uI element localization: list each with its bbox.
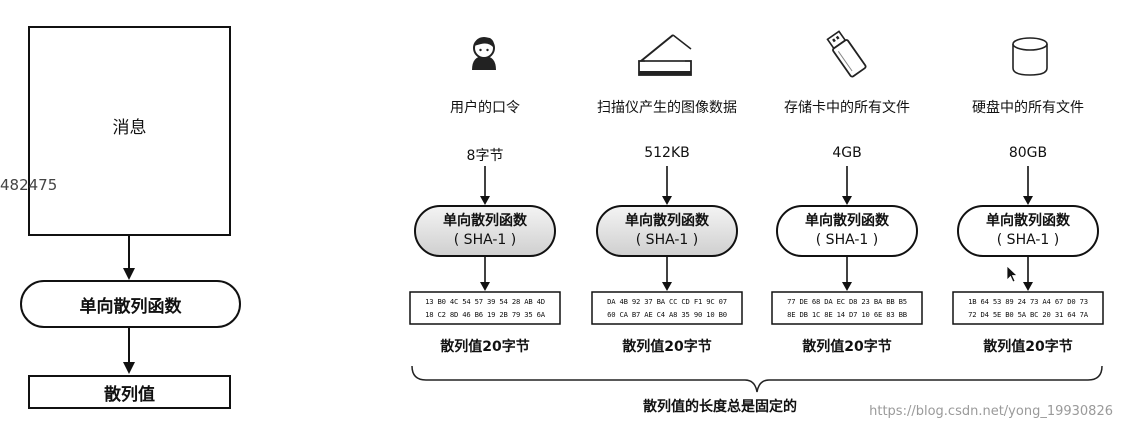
hash-function-title-4: 单向散列函数 bbox=[986, 213, 1070, 229]
input-size-3: 4GB bbox=[832, 145, 862, 161]
hash-output-4: 1B 64 53 89 24 73 A4 67 D0 73 72 D4 5E B… bbox=[954, 295, 1102, 321]
column-caption-3: 存储卡中的所有文件 bbox=[784, 100, 910, 116]
input-size-4: 80GB bbox=[1008, 145, 1048, 161]
arrow-size-to-function-3-head bbox=[842, 196, 852, 205]
hash-function-title-1: 单向散列函数 bbox=[443, 213, 527, 229]
person-icon bbox=[472, 37, 496, 70]
hash-output-line-1b: 18 C2 8D 46 B6 19 2B 79 35 6A bbox=[425, 310, 545, 319]
source-watermark: https://blog.csdn.net/yong_19930826 bbox=[869, 404, 1113, 419]
hash-output-box-2 bbox=[591, 291, 743, 325]
arrowhead-hash-to-value bbox=[123, 362, 135, 374]
hash-output-2: DA 4B 92 37 BA CC CD F1 9C 07 60 CA B7 A… bbox=[593, 295, 741, 321]
hash-output-line-2b: 60 CA B7 AE C4 A8 35 90 10 B0 bbox=[607, 310, 727, 319]
hash-output-1: 13 B0 4C 54 57 39 54 28 AB 4D 18 C2 8D 4… bbox=[411, 295, 559, 321]
input-size-2: 512KB bbox=[644, 145, 690, 161]
arrow-function-to-output-2-head bbox=[662, 282, 672, 291]
hash-output-box-4 bbox=[952, 291, 1104, 325]
hash-function-pill-3 bbox=[776, 205, 918, 257]
hash-function-name-3: 单向散列函数 ( SHA-1 ) bbox=[782, 212, 912, 250]
hash-function-title-2: 单向散列函数 bbox=[625, 213, 709, 229]
mouse-cursor-icon bbox=[1006, 265, 1019, 283]
arrow-function-to-output-3-head bbox=[842, 282, 852, 291]
hash-function-pill-2 bbox=[596, 205, 738, 257]
arrow-function-to-output-1-head bbox=[480, 282, 490, 291]
hash-output-line-4a: 1B 64 53 89 24 73 A4 67 D0 73 bbox=[968, 297, 1088, 306]
hash-function-name-4: 单向散列函数 ( SHA-1 ) bbox=[963, 212, 1093, 250]
hash-function-title-3: 单向散列函数 bbox=[805, 213, 889, 229]
message-label: 消息 bbox=[112, 117, 147, 138]
hash-function-pill-4 bbox=[957, 205, 1099, 257]
arrowhead-message-to-hash bbox=[123, 268, 135, 280]
disk-icon bbox=[1012, 37, 1048, 76]
column-caption-1: 用户的口令 bbox=[450, 100, 520, 116]
column-caption-2: 扫描仪产生的图像数据 bbox=[597, 100, 737, 116]
hash-function-algo-3: ( SHA-1 ) bbox=[815, 232, 879, 248]
hash-value-box bbox=[28, 375, 231, 409]
hash-function-algo-1: ( SHA-1 ) bbox=[453, 232, 517, 248]
hash-function-name-1: 单向散列函数 ( SHA-1 ) bbox=[420, 212, 550, 250]
hash-output-line-4b: 72 D4 5E B0 5A BC 20 31 64 7A bbox=[968, 310, 1088, 319]
scanner-icon bbox=[638, 34, 692, 76]
arrow-size-to-function-2-head bbox=[662, 196, 672, 205]
arrow-size-to-function-4-head bbox=[1023, 196, 1033, 205]
hash-length-4: 散列值20字节 bbox=[983, 339, 1073, 355]
column-caption-4: 硬盘中的所有文件 bbox=[972, 100, 1084, 116]
hash-function-box bbox=[20, 280, 241, 328]
hash-length-2: 散列值20字节 bbox=[622, 339, 712, 355]
hash-function-algo-4: ( SHA-1 ) bbox=[996, 232, 1060, 248]
hash-output-box-1 bbox=[409, 291, 561, 325]
fixed-length-brace bbox=[411, 365, 1103, 393]
usb-drive-icon bbox=[826, 30, 867, 78]
fixed-length-label: 散列值的长度总是固定的 bbox=[643, 399, 797, 415]
hash-output-line-3b: 8E DB 1C 8E 14 D7 10 6E 83 BB bbox=[787, 310, 907, 319]
hash-function-name-2: 单向散列函数 ( SHA-1 ) bbox=[602, 212, 732, 250]
arrow-size-to-function-1-head bbox=[480, 196, 490, 205]
hash-length-1: 散列值20字节 bbox=[440, 339, 530, 355]
message-box bbox=[28, 26, 231, 236]
hash-output-3: 77 DE 68 DA EC D8 23 BA BB B5 8E DB 1C 8… bbox=[773, 295, 921, 321]
arrow-function-to-output-4-head bbox=[1023, 282, 1033, 291]
input-size-1: 8字节 bbox=[466, 148, 504, 164]
hash-function-label: 单向散列函数 bbox=[79, 296, 182, 317]
hash-value-label: 散列值 bbox=[104, 384, 155, 405]
hash-output-line-2a: DA 4B 92 37 BA CC CD F1 9C 07 bbox=[607, 297, 727, 306]
hash-function-pill-1 bbox=[414, 205, 556, 257]
side-number: 482475 bbox=[0, 176, 58, 194]
hash-function-algo-2: ( SHA-1 ) bbox=[635, 232, 699, 248]
hash-output-line-3a: 77 DE 68 DA EC D8 23 BA BB B5 bbox=[787, 297, 907, 306]
hash-length-3: 散列值20字节 bbox=[802, 339, 892, 355]
hash-output-box-3 bbox=[771, 291, 923, 325]
hash-output-line-1a: 13 B0 4C 54 57 39 54 28 AB 4D bbox=[425, 297, 545, 306]
